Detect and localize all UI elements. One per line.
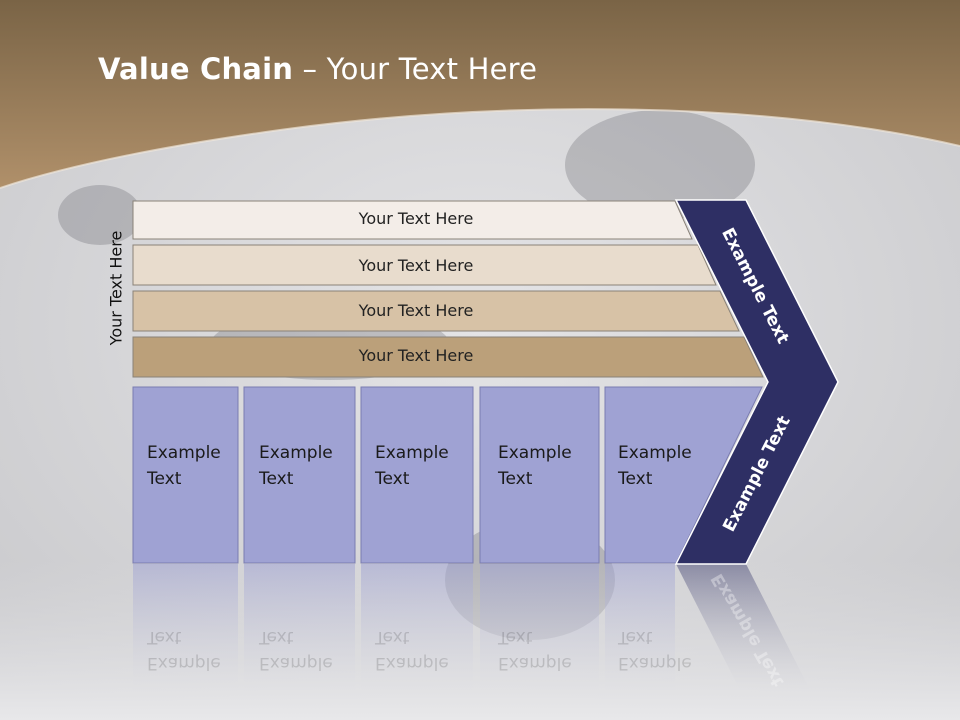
- support-row-4: [132, 336, 764, 378]
- row-4-label: Your Text Here: [358, 346, 474, 365]
- primary-column-1: [132, 386, 239, 564]
- support-row-3: [132, 290, 740, 332]
- value-chain-rows: [132, 200, 764, 378]
- column-3-line-1: Example: [375, 443, 449, 463]
- title-bold: Value Chain: [98, 52, 294, 86]
- column-5-reflection: Example Text: [618, 624, 692, 676]
- row-1-label: Your Text Here: [358, 209, 474, 228]
- row-3-label: Your Text Here: [358, 301, 474, 320]
- column-2-line-1: Example: [259, 443, 333, 463]
- column-3-reflection-line-1: Example: [375, 653, 449, 673]
- column-4-reflection: Example Text: [498, 624, 572, 676]
- column-5-reflection-line-2: Text: [618, 627, 653, 647]
- column-2-reflection-line-2: Text: [259, 627, 294, 647]
- column-4-line-1: Example: [498, 443, 572, 463]
- column-1-reflection-line-2: Text: [147, 627, 182, 647]
- margin-chevron: [674, 199, 839, 565]
- primary-column-3: [360, 386, 474, 564]
- column-2-line-2: Text: [259, 469, 294, 489]
- slide-title: Value Chain – Your Text Here: [98, 52, 537, 86]
- column-1-reflection-line-1: Example: [147, 653, 221, 673]
- column-5-line-1: Example: [618, 443, 692, 463]
- column-1-line-1: Example: [147, 443, 221, 463]
- column-1-reflection: Example Text: [147, 624, 221, 676]
- support-row-2: [132, 244, 717, 286]
- title-rest: – Your Text Here: [293, 52, 538, 86]
- column-5-line-2: Text: [618, 469, 653, 489]
- row-2-label: Your Text Here: [358, 256, 474, 275]
- support-row-1: [132, 200, 693, 240]
- column-4-reflection-line-1: Example: [498, 653, 572, 673]
- column-2-reflection: Example Text: [259, 624, 333, 676]
- column-1-line-2: Text: [147, 469, 182, 489]
- column-3-reflection-line-2: Text: [375, 627, 410, 647]
- primary-columns: [132, 386, 763, 564]
- column-4-reflection-line-2: Text: [498, 627, 533, 647]
- column-5-reflection-line-1: Example: [618, 653, 692, 673]
- primary-column-2: [243, 386, 356, 564]
- primary-column-4: [479, 386, 600, 564]
- column-4-line-2: Text: [498, 469, 533, 489]
- column-3-reflection: Example Text: [375, 624, 449, 676]
- column-2-reflection-line-1: Example: [259, 653, 333, 673]
- column-3-line-2: Text: [375, 469, 410, 489]
- side-label: Your Text Here: [106, 230, 126, 346]
